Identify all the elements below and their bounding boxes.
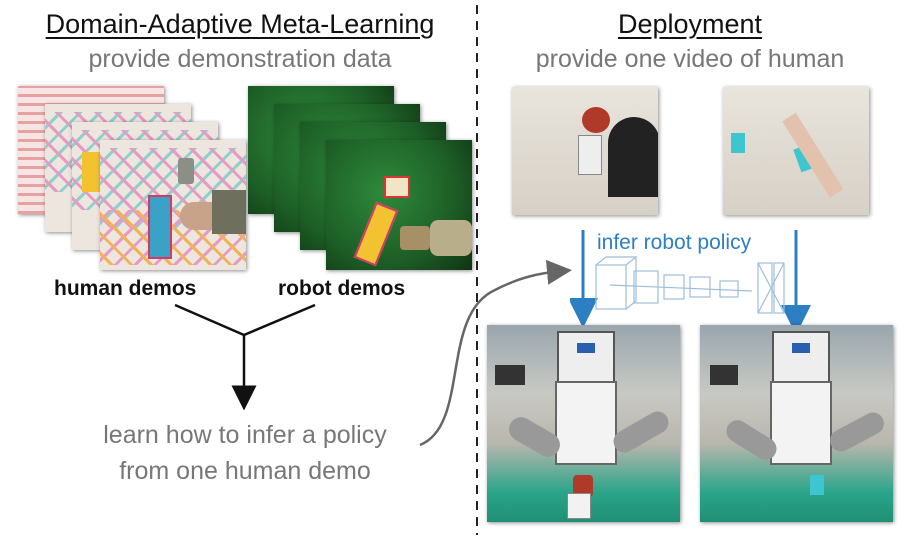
- section-divider: [476, 5, 478, 535]
- left-heading: Domain-Adaptive Meta-Learning: [45, 9, 435, 39]
- human-demo-image-4: [100, 140, 246, 270]
- learn-text: learn how to infer a policy from one hum…: [60, 417, 430, 489]
- human-demos-label: human demos: [54, 277, 197, 300]
- left-subheading: provide demonstration data: [88, 45, 392, 73]
- infer-arrows: [570, 230, 811, 325]
- robot-deployment-image-2: [700, 325, 893, 522]
- robot-demo-image-4: [326, 140, 472, 270]
- right-subheading: provide one video of human: [535, 45, 845, 73]
- merge-arrow: [174, 303, 316, 410]
- robot-demos-label: robot demos: [278, 277, 406, 300]
- robot-deployment-image-1: [487, 325, 680, 522]
- deploy-human-video-2: [723, 87, 869, 215]
- network-diagram-icon: [595, 256, 785, 314]
- learn-line-2: from one human demo: [119, 457, 371, 485]
- deploy-human-video-1: [512, 87, 658, 215]
- curved-arrow: [419, 259, 572, 447]
- learn-line-1: learn how to infer a policy: [103, 421, 387, 449]
- infer-robot-policy-label: infer robot policy: [597, 231, 752, 254]
- right-heading: Deployment: [617, 9, 763, 39]
